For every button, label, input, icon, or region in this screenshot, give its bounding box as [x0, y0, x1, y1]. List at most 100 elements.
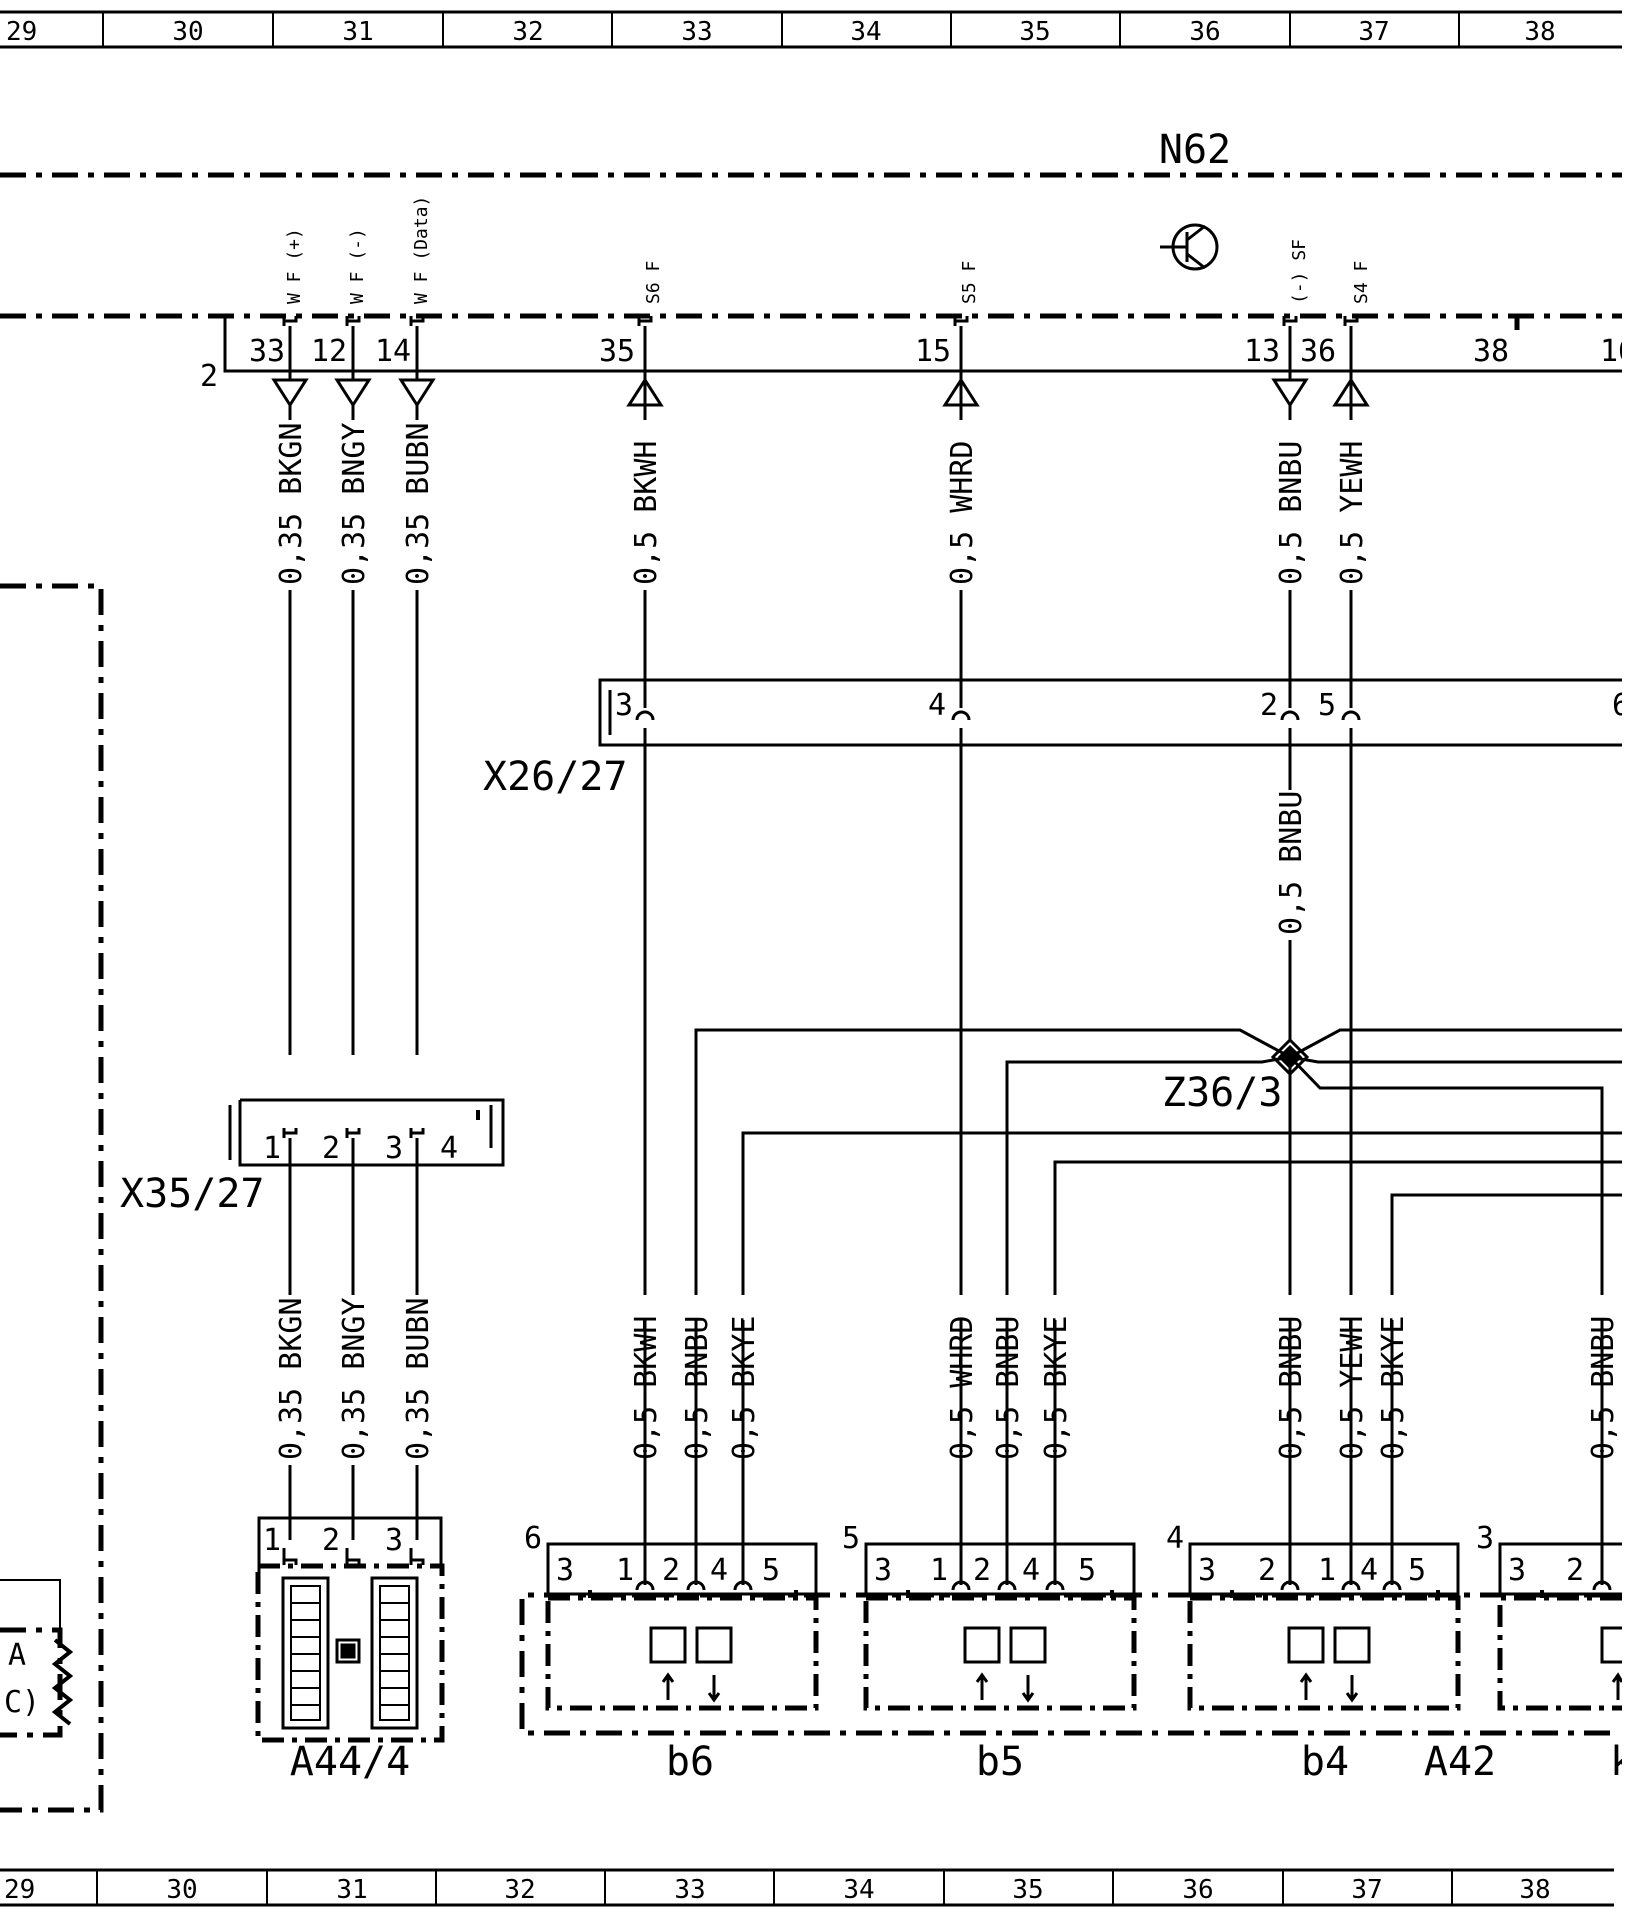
grid-col-30: 30 [172, 17, 203, 47]
x26-pin-3: 3 [615, 688, 633, 723]
b6-pin-4: 4 [710, 1553, 728, 1588]
pin-row-label: 2 [200, 359, 218, 394]
left-module-frame [0, 583, 104, 1813]
b6-pin-1: 1 [616, 1553, 634, 1588]
b4-pin-4: 4 [1360, 1553, 1378, 1588]
wire-label-yewh-upper: 0,5 YEWH [1335, 441, 1370, 586]
a42-label: A42 [1424, 1739, 1496, 1785]
x35-pin-2: 2 [322, 1131, 340, 1166]
b4-pin-5: 5 [1408, 1553, 1426, 1588]
a44-pin-numbers: 1 2 3 [263, 1523, 403, 1558]
wire-label-bubn-upper: 0,35 BUBN [401, 422, 436, 585]
grid-bottom-col-37: 37 [1351, 1875, 1382, 1905]
resistor-icon [51, 1638, 74, 1726]
grid-bottom-col-35: 35 [1012, 1875, 1043, 1905]
b5-pin-2: 2 [973, 1553, 991, 1588]
sensor-b6 [545, 1542, 819, 1711]
wire-label-bnbu-upper: 0,5 BNBU [1274, 441, 1309, 586]
pin-38: 38 [1473, 334, 1509, 369]
wire-label-bnbu-mid: 0,5 BNBU [1274, 791, 1309, 936]
b3-connector-number: 3 [1476, 1521, 1494, 1556]
b4-label: b4 [1301, 1739, 1349, 1785]
pin-36-function: S4 F [1351, 261, 1372, 304]
x35-pin-numbers: 1 2 3 4 [263, 1131, 458, 1166]
b6-pins: 6 3 1 2 4 5 [524, 1521, 780, 1588]
x26-pin-2: 2 [1260, 688, 1278, 723]
splice-icon [1270, 1037, 1310, 1077]
grid-col-29: 29 [6, 17, 37, 47]
b5-pin-3: 3 [874, 1553, 892, 1588]
grid-bottom-col-38: 38 [1519, 1875, 1550, 1905]
n62-pin-numbers: 33 12 14 35 15 13 36 38 16 [249, 334, 1636, 369]
right-margin [1622, 0, 1648, 1912]
x35-27-label: X35/27 [120, 1171, 265, 1217]
grid-col-37: 37 [1358, 17, 1389, 47]
b3-pin-2: 2 [1566, 1553, 1584, 1588]
pin-33-function: W F (+) [284, 228, 305, 304]
a44-pin-3: 3 [385, 1523, 403, 1558]
a44-4-label: A44/4 [290, 1739, 410, 1785]
pin-36: 36 [1300, 334, 1336, 369]
grid-col-31: 31 [342, 17, 373, 47]
x35-pin-1: 1 [263, 1131, 281, 1166]
mid-wires [643, 728, 1353, 1320]
pin-13-function: (-) SF [1289, 239, 1310, 304]
pin-15-function: S5 F [959, 261, 980, 304]
pin-12-function: W F (-) [347, 228, 368, 304]
splice-distribution [694, 1028, 1622, 1320]
wire-label-bkwh-upper: 0,5 BKWH [629, 441, 664, 586]
x26-pin-5: 5 [1318, 688, 1336, 723]
splice-label-bg [1160, 1070, 1280, 1112]
grid-bottom-col-32: 32 [504, 1875, 535, 1905]
grid-col-35: 35 [1019, 17, 1050, 47]
b6-pin-5: 5 [762, 1553, 780, 1588]
z36-3-label: Z36/3 [1162, 1070, 1282, 1116]
grid-col-34: 34 [850, 17, 881, 47]
connector-x26-27 [598, 678, 1622, 747]
b4-pin-2: 2 [1258, 1553, 1276, 1588]
x26-27-label: X26/27 [483, 754, 628, 800]
wire-label-bkgn-upper: 0,35 BKGN [274, 422, 309, 585]
sensor-b3 [1497, 1542, 1624, 1711]
b6-label: b6 [666, 1739, 714, 1785]
grid-bottom-col-34: 34 [843, 1875, 874, 1905]
a44-pin-2: 2 [322, 1523, 340, 1558]
wire-label-bkgn-lower: 0,35 BKGN [274, 1297, 309, 1460]
a44-pin-1: 1 [263, 1523, 281, 1558]
connector-x35-27 [228, 1098, 505, 1167]
b5-label: b5 [976, 1739, 1024, 1785]
b4-pin-3: 3 [1198, 1553, 1216, 1588]
bottom-grid [0, 1868, 1614, 1907]
pin-14-function: W F (Data) [411, 196, 432, 304]
b5-pin-4: 4 [1022, 1553, 1040, 1588]
b4-pin-1: 1 [1318, 1553, 1336, 1588]
x26-pin-4: 4 [928, 688, 946, 723]
n62-pin-functions: W F (+) W F (-) W F (Data) S6 F S5 F (-)… [284, 196, 1372, 304]
upper-wire-texts: 0,35 BKGN 0,35 BNGY 0,35 BUBN 0,5 BKWH 0… [274, 422, 1370, 585]
grid-col-33: 33 [681, 17, 712, 47]
x26-pin-numbers: 3 4 2 5 6 [615, 688, 1630, 723]
b5-pin-5: 5 [1078, 1553, 1096, 1588]
b3-pins: 3 3 2 [1476, 1521, 1584, 1588]
top-grid [0, 10, 1622, 49]
b4-connector-number: 4 [1166, 1521, 1184, 1556]
lower-wire-texts: 0,35 BKGN 0,35 BNGY 0,35 BUBN 0,5 BKWH 0… [274, 1297, 1621, 1460]
pin-35: 35 [599, 334, 635, 369]
pin-12: 12 [311, 334, 347, 369]
b5-pins: 5 3 1 2 4 5 [842, 1521, 1096, 1588]
b4-pins: 4 3 2 1 4 5 [1166, 1521, 1426, 1588]
pin-14: 14 [375, 334, 411, 369]
wire-label-bngy-lower: 0,35 BNGY [337, 1297, 372, 1460]
x35-pin-4: 4 [440, 1131, 458, 1166]
n62-label: N62 [1159, 127, 1231, 173]
grid-bottom-col-33: 33 [674, 1875, 705, 1905]
grid-bottom-col-29: 29 [4, 1875, 35, 1905]
sensor-b4 [1187, 1542, 1461, 1711]
a42-frame [519, 1592, 1610, 1736]
transistor-icon [1160, 223, 1219, 271]
grid-col-32: 32 [512, 17, 543, 47]
b5-pin-1: 1 [930, 1553, 948, 1588]
wire-label-bubn-lower: 0,35 BUBN [401, 1297, 436, 1460]
pin-35-function: S6 F [643, 261, 664, 304]
